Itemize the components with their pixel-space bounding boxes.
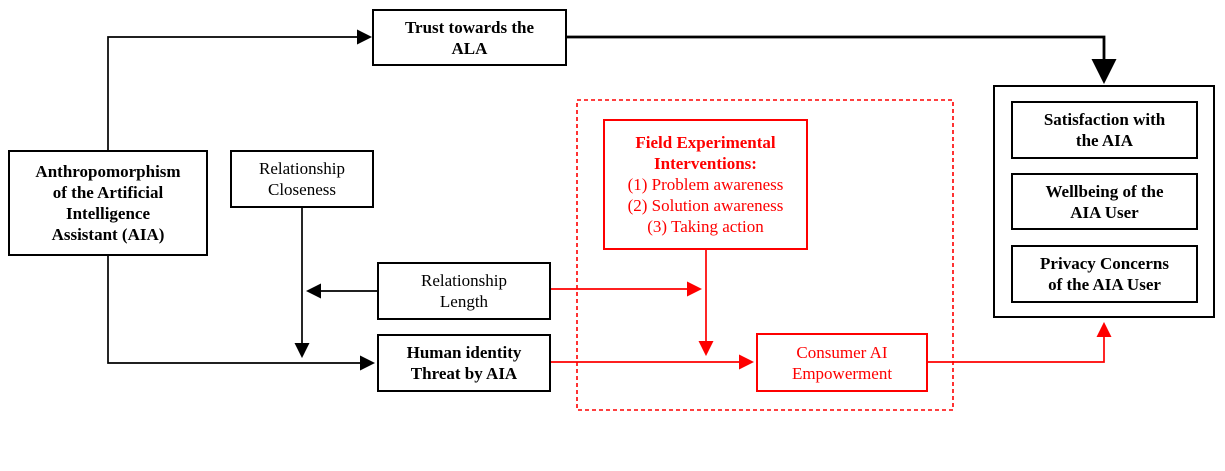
node-human-identity-threat: Human identity Threat by AIA — [377, 334, 551, 392]
arrow-anthropomorphism-to-threat — [107, 256, 376, 371]
arrow-anthropomorphism-to-trust — [107, 29, 373, 150]
interventions-heading: Field Experimental Interventions: — [635, 133, 776, 173]
node-relationship-closeness: Relationship Closeness — [230, 150, 374, 208]
intervention-item-solution-awareness: (2) Solution awareness — [627, 196, 784, 215]
node-satisfaction-with-aia: Satisfaction with the AIA — [1011, 101, 1198, 159]
intervention-item-problem-awareness: (1) Problem awareness — [627, 175, 784, 194]
node-relationship-length: Relationship Length — [377, 262, 551, 320]
node-consumer-ai-empowerment: Consumer AI Empowerment — [756, 333, 928, 392]
node-trust-towards-ala: Trust towards the ALA — [372, 9, 567, 66]
arrow-trust-to-outcomes — [567, 35, 1117, 85]
intervention-item-taking-action: (3) Taking action — [647, 217, 764, 236]
node-wellbeing-of-aia-user: Wellbeing of the AIA User — [1011, 173, 1198, 230]
node-privacy-concerns-of-aia-user: Privacy Concerns of the AIA User — [1011, 245, 1198, 303]
node-field-experimental-interventions: Field Experimental Interventions: (1) Pr… — [603, 119, 808, 250]
node-anthropomorphism-aia: Anthropomorphism of the Artificial Intel… — [8, 150, 208, 256]
outcomes-container: Satisfaction with the AIA Wellbeing of t… — [993, 85, 1215, 318]
arrow-empowerment-to-outcomes — [928, 321, 1112, 363]
